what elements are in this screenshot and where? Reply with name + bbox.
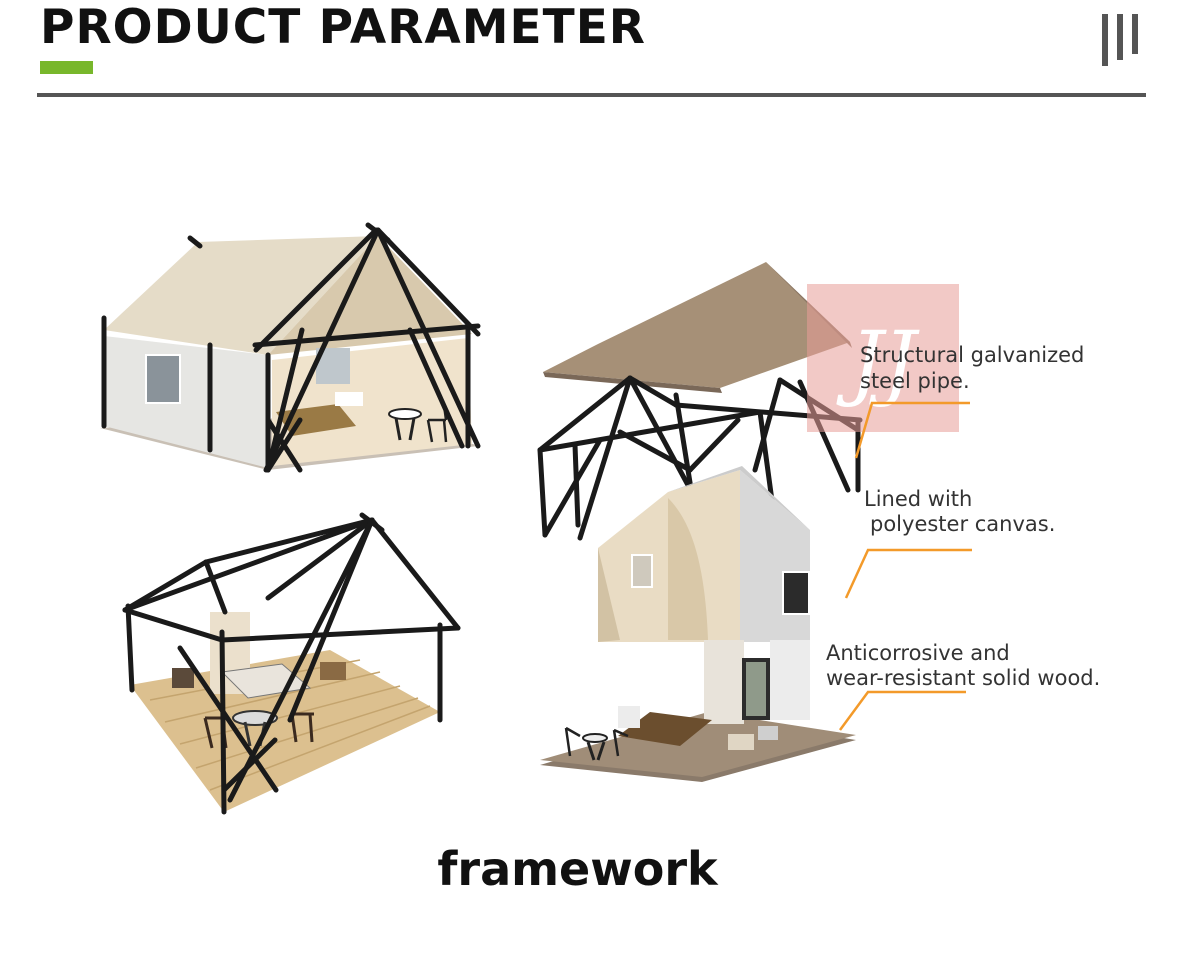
watermark-text: JJ [836, 315, 920, 410]
annotation-wood-line-1: Anticorrosive and [826, 641, 1010, 665]
vertical-bars-icon [1100, 14, 1144, 66]
annotation-canvas-line-1: Lined with [864, 487, 972, 511]
diagram-caption: framework [437, 842, 718, 896]
annotation-steel-pipe-line-1: Structural galvanized [860, 343, 1084, 367]
annotation-steel-pipe-line-2: steel pipe. [860, 369, 970, 393]
annotation-wood-line-2: wear-resistant solid wood. [826, 666, 1100, 690]
exploded-view-illustration [537, 262, 863, 782]
watermark-logo: JJ [807, 284, 959, 432]
header-divider [37, 93, 1146, 97]
page-title: PRODUCT PARAMETER [40, 0, 646, 55]
assembled-tent-illustration [100, 222, 481, 473]
open-frame-illustration [122, 512, 461, 815]
annotation-leaders [838, 401, 972, 731]
title-accent-bar [40, 61, 93, 74]
annotation-canvas-line-2: polyester canvas. [870, 512, 1055, 536]
